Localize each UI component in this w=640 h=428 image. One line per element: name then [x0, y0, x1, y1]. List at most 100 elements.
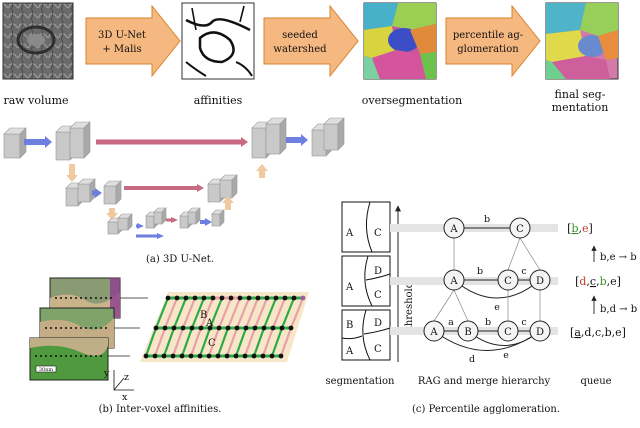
arrow-seeded-watershed: seeded watershed: [263, 4, 359, 78]
affinities-label: affinities: [194, 94, 243, 107]
cube-r2-b: [219, 174, 238, 199]
scale-bar-label: 30nm: [39, 367, 54, 373]
rag-edge-label: e: [494, 302, 500, 313]
hierarchy-link: [433, 289, 455, 322]
rag-node: [509, 217, 531, 239]
hierarchy-link: [519, 237, 541, 271]
rag-node: [443, 269, 465, 291]
arrow-conv-out: [286, 134, 308, 146]
rag-edge-label: e: [503, 350, 509, 361]
affinity-edge-z: [244, 297, 260, 329]
arrow-agglo-line2: glomeration: [457, 44, 519, 55]
panel-c-caption: (c) Percentile agglomeration.: [412, 404, 560, 415]
rag-edge-label: c: [521, 266, 526, 277]
affinity-edge-z: [226, 297, 242, 329]
conv-r3: [200, 218, 212, 226]
unet-cubes: [3, 117, 345, 239]
affinity-edge-z: [261, 327, 275, 357]
em-slice-front: 30nm: [29, 337, 109, 381]
voxel-node: [225, 325, 231, 331]
voxel-node: [233, 353, 239, 359]
affinity-edge-z: [190, 297, 206, 329]
voxel-node: [219, 295, 225, 301]
final-seg-label-1: final seg-: [555, 88, 606, 101]
affinity-edge-z: [207, 327, 221, 357]
seg-bot-d: D: [374, 318, 382, 329]
cube-l2-c: [103, 180, 122, 205]
threshold-label: threshold: [404, 281, 415, 330]
seg-mid-d: D: [374, 266, 382, 277]
panel-a-unet: (a) 3D U-Net.: [3, 117, 345, 265]
rag-edge-label: b: [477, 266, 483, 277]
axis-x-label: x: [122, 392, 128, 403]
segmentation-boxes: [341, 201, 391, 361]
skip-l2: [124, 184, 204, 192]
rag-node: [497, 269, 519, 291]
voxel-node: [183, 295, 189, 301]
region-label-c: C: [208, 338, 216, 349]
voxel-node: [237, 295, 243, 301]
affinity-edge-z: [235, 297, 251, 329]
cube-r3-c: [211, 209, 225, 227]
region-label-b: B: [200, 310, 207, 321]
rag-edge-label: b: [485, 317, 491, 328]
pool-l3: [136, 223, 144, 229]
rag-node-label: D: [536, 327, 544, 338]
cube-bottom-b: [153, 207, 167, 225]
pipeline: raw volume 3D U-Net + Malis affinities s…: [2, 2, 619, 114]
skip-l1: [96, 137, 248, 147]
affinity-edge-z: [181, 297, 197, 329]
rag-node-label: B: [464, 327, 471, 338]
voxel-node: [261, 325, 267, 331]
queue-middle: [d,c,b,e]: [575, 275, 621, 288]
col-label-queue: queue: [580, 376, 611, 387]
rag-node-label: A: [449, 224, 458, 235]
arrow-percentile-agglomeration: percentile ag- glomeration: [445, 4, 541, 78]
affinity-edge-z: [280, 297, 296, 329]
voxel-node: [288, 325, 294, 331]
rag-node: [457, 320, 479, 342]
voxel-node: [260, 353, 266, 359]
affinity-edge-z: [289, 297, 305, 329]
affinity-edge-z: [153, 327, 167, 357]
affinity-edge-z: [180, 327, 194, 357]
affinity-edge-z: [271, 297, 287, 329]
panel-b-affinities: 30nm B A C y z x (b) Inter-voxel affinit…: [29, 277, 309, 415]
voxel-node: [273, 295, 279, 301]
voxel-node: [189, 325, 195, 331]
voxel-node: [161, 353, 167, 359]
final-segmentation-image: [545, 2, 619, 80]
arrow-watershed-line2: watershed: [273, 44, 327, 55]
pool-l2: [92, 188, 102, 198]
voxel-node: [270, 325, 276, 331]
voxel-node: [153, 325, 159, 331]
raw-volume-image: [2, 2, 74, 80]
callout-connectors: [108, 297, 148, 357]
voxel-node: [282, 295, 288, 301]
cube-output-b: [323, 117, 345, 151]
voxel-node: [251, 353, 257, 359]
col-label-segmentation: segmentation: [326, 376, 396, 387]
affinity-edge-z: [208, 297, 224, 329]
affinity-edge-z: [172, 297, 188, 329]
affinity-edge-z: [270, 327, 284, 357]
axes-glyph: [113, 370, 134, 391]
hierarchy-link: [507, 237, 521, 271]
axis-z-label: z: [124, 372, 129, 383]
down-l1: [66, 164, 78, 182]
rag-node-label: A: [429, 327, 438, 338]
affinity-edge-z: [163, 297, 179, 329]
voxel-node: [165, 295, 171, 301]
voxel-node: [180, 325, 186, 331]
voxel-node: [255, 295, 261, 301]
voxel-node: [201, 295, 207, 301]
queue-top: [b,e]: [567, 222, 593, 235]
affinity-edge-z: [154, 297, 170, 329]
voxel-node: [252, 325, 258, 331]
voxel-node: [143, 353, 149, 359]
seg-mid-c: C: [374, 290, 382, 301]
seg-bot-c: C: [374, 344, 382, 355]
affinity-edge-z: [262, 297, 278, 329]
seg-top-c: C: [374, 228, 382, 239]
